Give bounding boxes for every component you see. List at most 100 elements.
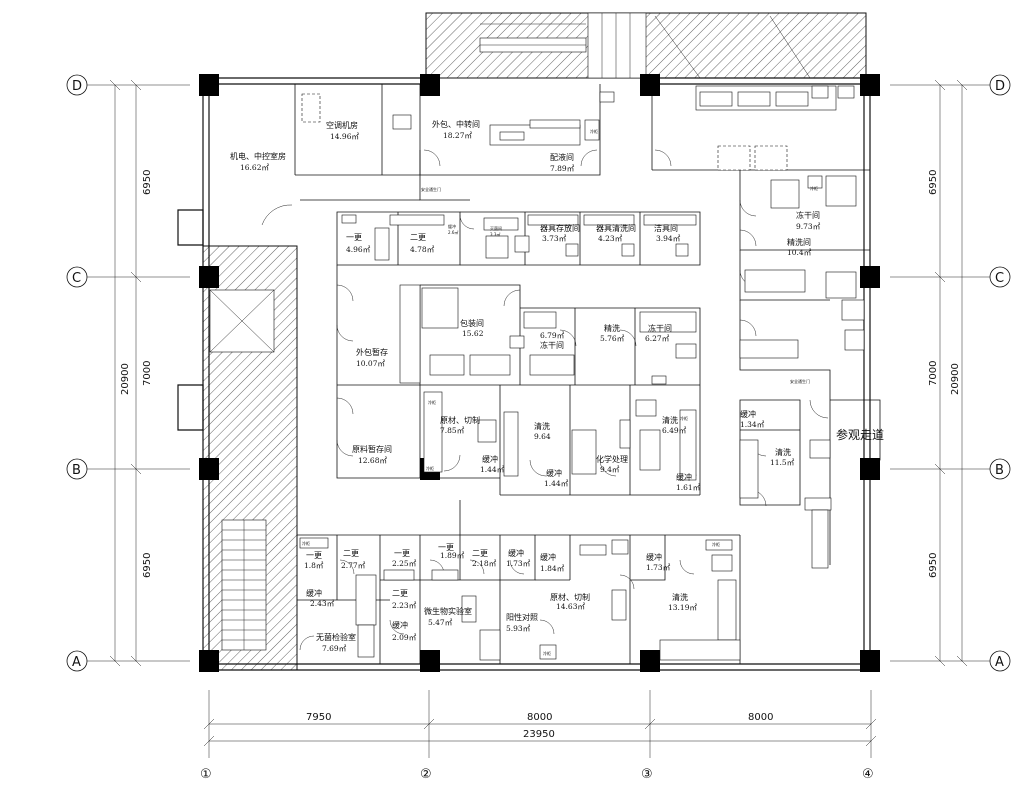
safety-door-label: 安全通生门 — [790, 378, 810, 384]
svg-text:④: ④ — [862, 767, 874, 782]
room-label: 一更 — [306, 551, 322, 560]
room-label: 器具清洗间 — [596, 223, 636, 233]
room-label: 缓冲 — [392, 620, 408, 630]
room-area: 1.61㎡ — [676, 483, 701, 492]
axis-bubble-right: D C B A — [968, 74, 1011, 672]
room-label: 无菌检验室 — [316, 632, 356, 642]
svg-text:①: ① — [200, 767, 212, 782]
dim-left-total: 20900 — [120, 363, 131, 395]
room-label: 洁具间 — [654, 223, 678, 233]
equipment-tag: 冷柜 — [712, 541, 720, 547]
equipment-tag: 冷柜 — [428, 399, 436, 405]
room-label: 一更 — [394, 549, 410, 558]
room-label: 清洗 — [534, 421, 550, 431]
room-label: 精洗间 — [787, 237, 811, 247]
room-label: 冻干间 — [540, 340, 564, 350]
room-area: 4.96㎡ — [346, 245, 371, 254]
stair-treads — [222, 520, 266, 650]
room-label: 灭菌间 — [490, 225, 502, 231]
room-label: 清洗 — [672, 592, 688, 602]
roof-hatch-top — [425, 12, 867, 79]
door-swings — [261, 149, 829, 651]
room-label: 包装间 — [460, 318, 484, 328]
room-label: 原材、切制 — [550, 592, 590, 602]
dim-right-3: 6950 — [928, 553, 939, 578]
room-area: 2.18㎡ — [472, 559, 497, 568]
svg-text:B: B — [72, 463, 81, 478]
room-area: 7.89㎡ — [550, 164, 575, 173]
room-label: 一更 — [438, 543, 454, 552]
equipment — [299, 85, 865, 661]
room-label: 缓冲 — [448, 223, 456, 229]
room-area: 3.3㎡ — [490, 231, 500, 237]
room-label: 缓冲 — [676, 472, 692, 482]
grid-axis-bubbles: D C B A D C B A ① ② — [66, 74, 1011, 782]
safety-door-label: 安全通生门 — [421, 186, 441, 192]
svg-text:③: ③ — [641, 767, 653, 782]
room-label: 一更 — [346, 233, 362, 242]
room-label: 缓冲 — [646, 552, 662, 562]
room-label: 缓冲 — [740, 409, 756, 419]
room-labels: 机电、中控室房 16.62㎡ 空调机房 14.96㎡ 外包、中转间 18.27㎡… — [230, 119, 821, 653]
room-area: 1.44㎡ — [480, 465, 505, 474]
room-area: 1.73㎡ — [506, 559, 531, 568]
dim-right-1: 6950 — [928, 170, 939, 195]
room-label: 缓冲 — [482, 454, 498, 464]
equipment-tag: 冷柜 — [543, 650, 551, 656]
room-label: 清洗 — [775, 447, 791, 457]
room-area: 18.27㎡ — [443, 131, 472, 140]
room-area: 3.94㎡ — [656, 234, 681, 243]
room-label: 缓冲 — [306, 588, 322, 598]
room-label: 器具存放间 — [540, 223, 580, 233]
room-label: 二更 — [392, 589, 408, 598]
room-area: 14.63㎡ — [556, 602, 585, 611]
room-area: 5.47㎡ — [428, 618, 453, 627]
equipment-tag: 冷柜 — [302, 540, 310, 546]
equipment-tag: 冷柜 — [590, 128, 598, 134]
bottom-dimensions: 7950 8000 8000 23950 — [203, 690, 877, 758]
outer-walls — [177, 77, 881, 671]
dim-right-2: 7000 — [928, 361, 939, 386]
dim-right-total: 20900 — [950, 363, 961, 395]
left-dimensions: 6950 7000 6950 20900 — [109, 79, 190, 667]
svg-text:D: D — [72, 79, 82, 94]
dim-left-3: 6950 — [142, 553, 153, 578]
room-label: 精洗 — [604, 323, 620, 333]
room-area: 2.23㎡ — [392, 601, 417, 610]
svg-text:C: C — [72, 271, 81, 286]
room-label: 外包暂存 — [356, 347, 388, 357]
axis-bubble-bottom: ① ② ③ ④ — [200, 767, 874, 782]
room-area: 16.62㎡ — [240, 163, 269, 172]
room-area: 6.49㎡ — [662, 426, 687, 435]
dim-bottom-total: 23950 — [523, 729, 555, 740]
room-area: 2.77㎡ — [341, 561, 366, 570]
dim-bottom-2: 8000 — [527, 712, 552, 723]
room-area: 2.43㎡ — [310, 599, 335, 608]
svg-text:A: A — [995, 655, 1004, 670]
structural-columns — [199, 74, 880, 672]
dim-left-2: 7000 — [142, 361, 153, 386]
axis-bubble-left: D C B A — [66, 74, 112, 672]
room-label: 原材、切制 — [440, 415, 480, 425]
room-area: 12.68㎡ — [358, 456, 387, 465]
room-area: 5.76㎡ — [600, 334, 625, 343]
room-area: 10.4㎡ — [787, 248, 812, 257]
room-label: 二更 — [472, 549, 488, 558]
room-label: 清洗 — [662, 415, 678, 425]
room-label: 冻干间 — [796, 210, 820, 220]
right-dimensions: 6950 7000 6950 20900 — [890, 79, 968, 667]
room-area: 7.69㎡ — [322, 644, 347, 653]
room-area: 1.44㎡ — [544, 479, 569, 488]
room-label: 化学处理 — [596, 454, 628, 464]
room-area: 13.19㎡ — [668, 603, 697, 612]
room-label: 缓冲 — [508, 548, 524, 558]
room-area: 3.73㎡ — [542, 234, 567, 243]
room-area: 15.62 — [462, 329, 484, 338]
room-area: 2.09㎡ — [392, 633, 417, 642]
dim-bottom-1: 7950 — [306, 712, 331, 723]
room-label: 微生物实验室 — [424, 606, 472, 616]
interior-walls — [294, 84, 870, 664]
room-label: 外包、中转间 — [432, 119, 480, 129]
svg-text:②: ② — [420, 767, 432, 782]
